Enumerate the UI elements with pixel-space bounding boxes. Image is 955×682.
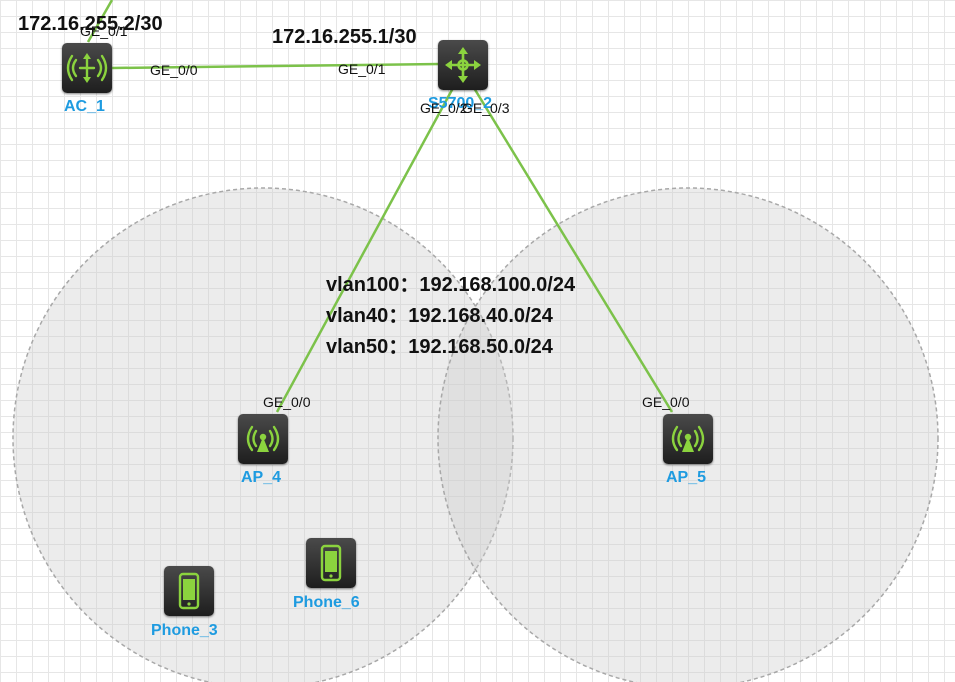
link-switch-ap5 — [472, 87, 674, 413]
port-label-switch-ge01: GE_0/1 — [338, 61, 386, 77]
link-switch-ap4 — [275, 87, 455, 413]
l3-switch-icon[interactable] — [438, 40, 488, 90]
ac-ip-annotation: 172.16.255.2/30 — [18, 13, 163, 35]
vlan40-annotation: vlan40：192.168.40.0/24 — [326, 305, 553, 327]
port-label-ap4-ge00: GE_0/0 — [263, 394, 311, 410]
access-point-icon[interactable] — [663, 414, 713, 464]
vlan50-annotation: vlan50：192.168.50.0/24 — [326, 336, 553, 358]
vlan100-annotation: vlan100：192.168.100.0/24 — [326, 274, 576, 296]
switch-ip-annotation: 172.16.255.1/30 — [272, 26, 417, 48]
phone-icon[interactable] — [164, 566, 214, 616]
port-label-ac-ge00: GE_0/0 — [150, 62, 198, 78]
ac-name-label: AC_1 — [64, 98, 105, 115]
phone3-name-label: Phone_3 — [151, 622, 218, 639]
phone6-name-label: Phone_6 — [293, 594, 360, 611]
access-point-icon[interactable] — [238, 414, 288, 464]
wireless-ac-icon[interactable] — [62, 43, 112, 93]
port-label-ac-ge01: GE_0/1 — [80, 23, 128, 39]
phone-icon[interactable] — [306, 538, 356, 588]
port-label-switch-ge02: GE_0/2 — [420, 100, 468, 116]
ap4-name-label: AP_4 — [241, 469, 282, 486]
link-ac-switch — [111, 62, 441, 70]
port-label-switch-ge03: GE_0/3 — [462, 100, 510, 116]
switch-name-label: S5700_2 — [428, 95, 493, 112]
link-ac-uplink — [86, 0, 114, 43]
port-label-ap5-ge00: GE_0/0 — [642, 394, 690, 410]
ap5-name-label: AP_5 — [666, 469, 707, 486]
